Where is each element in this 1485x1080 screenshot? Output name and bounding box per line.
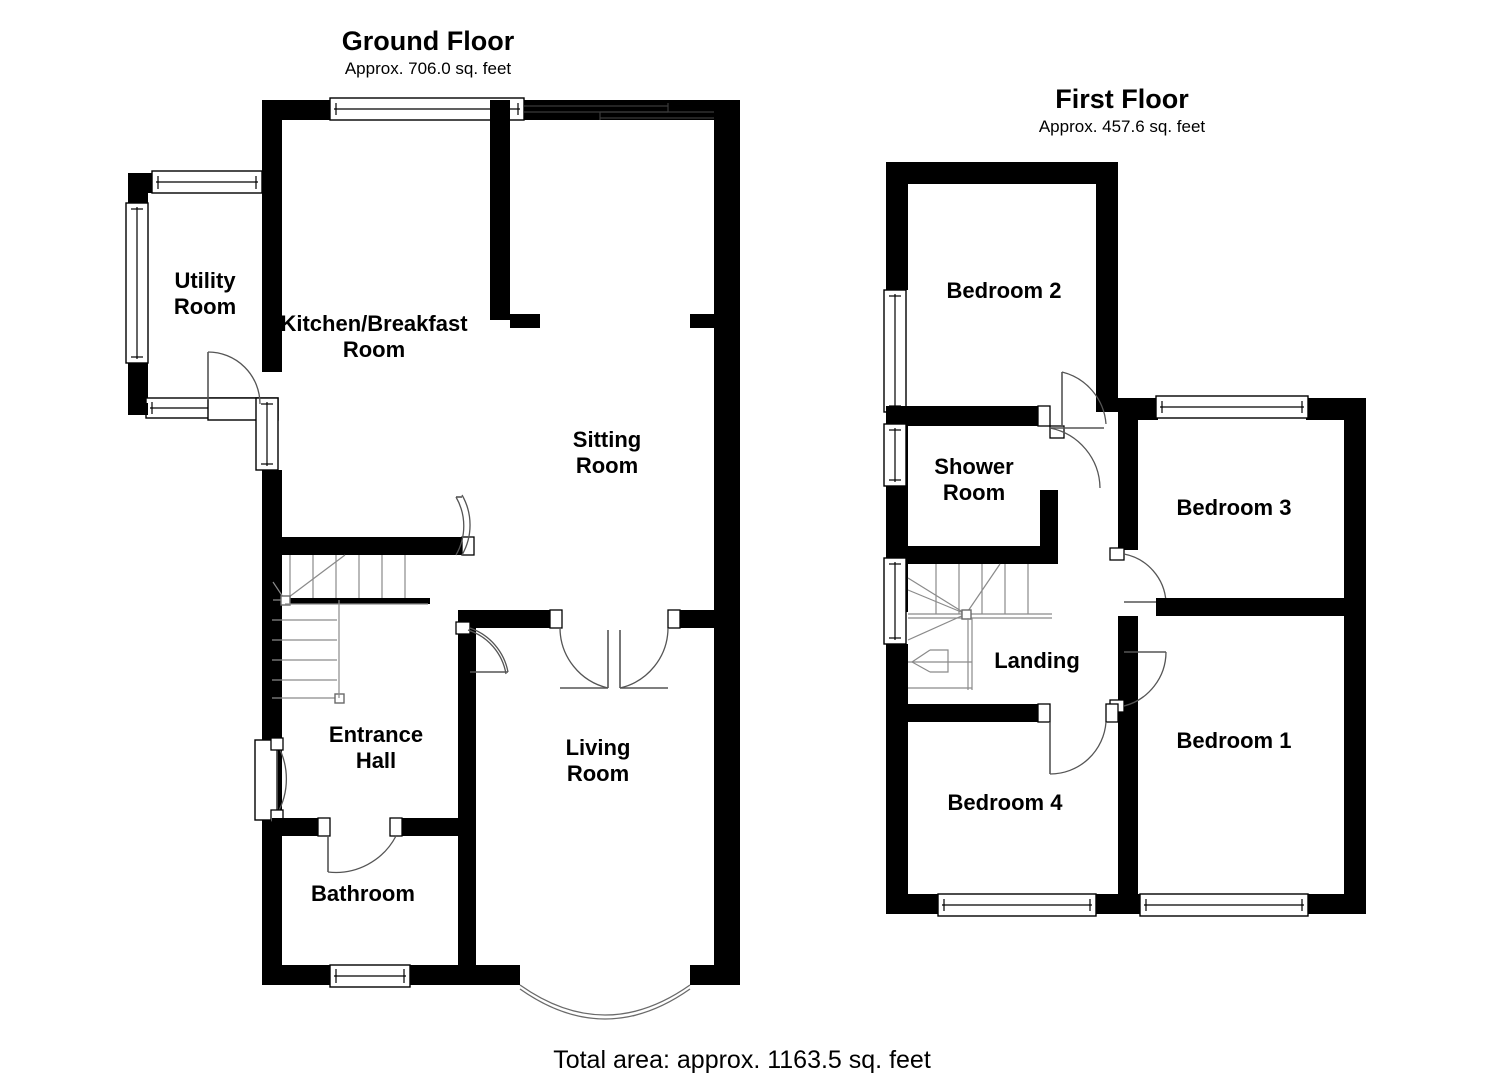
- room-label-entrance-line1: Entrance: [329, 722, 423, 747]
- room-label-shower-line1: Shower: [934, 454, 1014, 479]
- window-utility-north: [151, 170, 263, 194]
- window-bed4-south: [937, 893, 1097, 917]
- jamb-bathroom-left: [317, 817, 331, 837]
- wall-ground-right: [714, 100, 740, 985]
- front-door[interactable]: [254, 737, 287, 823]
- wall-ground-left-upper: [262, 100, 282, 350]
- first-floor-title: First Floor: [1055, 84, 1189, 114]
- wall-first-west-b: [886, 644, 908, 914]
- room-label-bedroom2: Bedroom 2: [947, 278, 1062, 303]
- wall-first-south-left: [886, 894, 938, 914]
- wall-utility-left-bottom: [128, 363, 148, 411]
- first-floor-plan: Bedroom 2 Shower Room Bedroom 3 Landing …: [883, 162, 1366, 917]
- door-bedroom2[interactable]: [1061, 371, 1107, 426]
- room-label-utility-line2: Room: [174, 294, 236, 319]
- window-bed3-north: [1155, 395, 1309, 419]
- wall-nib-sitting-east: [690, 314, 716, 328]
- room-label-entrance-line2: Hall: [356, 748, 396, 773]
- jamb-bed2-door-top: [1037, 405, 1051, 427]
- wall-bed4-north: [886, 704, 1038, 722]
- stair-nosing-ground: [285, 598, 430, 604]
- window-kitchen-north: [329, 97, 525, 121]
- door-kitchen-to-hall[interactable]: [455, 494, 471, 556]
- window-bed1-south: [1139, 893, 1309, 917]
- wall-bed2-north: [886, 162, 1118, 184]
- wall-ground-bottom-left: [262, 965, 330, 985]
- wall-bed2-east: [1096, 162, 1118, 412]
- wall-nib-kitchen-east: [510, 314, 540, 328]
- jamb-living-left: [549, 609, 563, 629]
- wall-bed2-west-top: [886, 162, 908, 290]
- room-label-utility-line1: Utility: [174, 268, 236, 293]
- double-door-sitting-living[interactable]: [559, 627, 669, 689]
- wall-shower-east: [1040, 490, 1058, 552]
- window-lobby-east: [255, 397, 279, 471]
- wall-bed2-south: [886, 406, 1038, 426]
- room-label-living-line1: Living: [566, 735, 631, 760]
- total-area-label: Total area: approx. 1163.5 sq. feet: [553, 1046, 931, 1074]
- wall-utility-left-top: [128, 173, 148, 203]
- wall-ground-top-mid: [524, 100, 714, 120]
- jamb-bathroom-right: [389, 817, 403, 837]
- wall-sitting-living-left: [458, 610, 558, 628]
- room-label-bathroom: Bathroom: [311, 881, 415, 906]
- door-bedroom1[interactable]: [1123, 651, 1167, 707]
- jamb-hall-living: [455, 621, 471, 635]
- room-label-living-line2: Room: [567, 761, 629, 786]
- wall-bathroom-north-left: [272, 818, 320, 836]
- wall-bed1-west-top: [1118, 616, 1138, 716]
- window-utility-west: [125, 202, 149, 364]
- wall-hall-living-divider: [458, 610, 476, 985]
- jamb-living-right: [667, 609, 681, 629]
- staircase-ground: [272, 554, 430, 704]
- wall-first-south-right: [1308, 894, 1366, 914]
- room-label-bedroom3: Bedroom 3: [1177, 495, 1292, 520]
- ground-floor-plan: Utility Room Kitchen/Breakfast Room Sitt…: [125, 97, 740, 1020]
- bay-window-living-south: [519, 984, 691, 1020]
- wall-bed3-bed1-divider: [1156, 598, 1346, 616]
- wall-shower-south: [886, 546, 1058, 564]
- wall-sitting-living-right: [678, 610, 716, 628]
- wall-bathroom-north-right: [398, 818, 470, 836]
- door-utility[interactable]: [207, 351, 261, 405]
- window-shower-west: [883, 423, 907, 487]
- window-landing-west: [883, 557, 907, 645]
- wall-bed1-west-bottom: [1118, 712, 1138, 914]
- room-label-sitting-line2: Room: [576, 453, 638, 478]
- staircase-first: [907, 563, 1052, 690]
- wall-bed3-west: [1118, 398, 1138, 550]
- room-label-kitchen-line2: Room: [343, 337, 405, 362]
- wall-first-south-mid: [1096, 894, 1140, 914]
- first-floor-area: Approx. 457.6 sq. feet: [1039, 117, 1206, 136]
- window-bathroom-south: [329, 964, 411, 988]
- room-label-kitchen-line1: Kitchen/Breakfast: [280, 311, 468, 336]
- door-bathroom[interactable]: [327, 835, 397, 874]
- door-hall-to-living[interactable]: [467, 627, 509, 675]
- door-bedroom4[interactable]: [1049, 721, 1107, 775]
- wall-kitchen-west-stub: [262, 350, 282, 372]
- room-label-bedroom4: Bedroom 4: [948, 790, 1064, 815]
- wall-ground-left-lower: [262, 470, 282, 985]
- jamb-bed4-door-right: [1105, 703, 1119, 723]
- door-shower-room[interactable]: [1049, 427, 1104, 489]
- wall-kitchen-east: [490, 100, 510, 320]
- ground-floor-area: Approx. 706.0 sq. feet: [345, 59, 512, 78]
- sliding-door-sitting-north[interactable]: [524, 103, 714, 120]
- room-label-bedroom1: Bedroom 1: [1177, 728, 1292, 753]
- room-label-sitting-line1: Sitting: [573, 427, 641, 452]
- jamb-bed3-door: [1109, 547, 1125, 561]
- wall-utility-bottom-left-corner: [128, 403, 148, 415]
- wall-ground-bottom-right: [690, 965, 740, 985]
- room-label-landing: Landing: [994, 648, 1080, 673]
- room-label-shower-line2: Room: [943, 480, 1005, 505]
- wall-first-east: [1344, 398, 1366, 914]
- wall-hall-north: [272, 537, 462, 555]
- window-bed2-west: [883, 289, 907, 413]
- ground-floor-title: Ground Floor: [342, 26, 515, 56]
- jamb-bed4-door-top: [1037, 703, 1051, 723]
